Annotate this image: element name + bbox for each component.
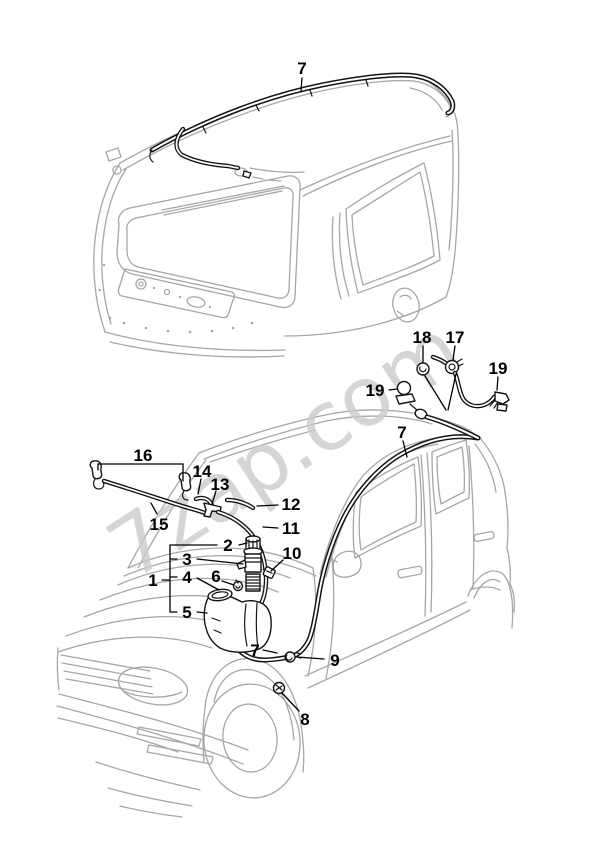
rear-washer-nozzle [242, 170, 252, 179]
leader-lines [97, 77, 499, 712]
hose-17 [430, 354, 497, 409]
nozzle-19-left [395, 380, 418, 411]
rear-side-window [345, 162, 441, 294]
callout-hose-front: 15 [150, 515, 169, 534]
callout-reservoir-assembly: 1 [148, 571, 157, 590]
washer-nozzle-right [178, 472, 192, 501]
washer-reservoir [203, 588, 272, 653]
callout-t-connector: 13 [211, 475, 230, 494]
callout-nozzle-pair-bracket: 16 [134, 446, 153, 465]
headlight [117, 666, 189, 706]
front-car-outline [56, 409, 516, 818]
callout-roof-hose-rear: 7 [297, 59, 306, 78]
grommet-18 [416, 362, 430, 376]
callout-filler-cap: 4 [182, 568, 192, 587]
rear-window [116, 175, 301, 309]
door-handle-front [397, 565, 423, 579]
callout-roof-hose-side: 7 [397, 423, 406, 442]
door-window [352, 456, 423, 559]
callout-grommet-mid: 9 [330, 651, 339, 670]
callout-grommet-rear: 18 [413, 328, 432, 347]
rear-car-outline [93, 73, 460, 358]
fuel-filler-door [392, 287, 420, 323]
side-roof-hose [229, 414, 481, 695]
door-handle-rear [473, 531, 495, 542]
callout-reservoir: 5 [182, 603, 191, 622]
rear-wiper-arm [161, 185, 285, 216]
washer-nozzle-left [89, 460, 105, 490]
callout-supply-hose: 7 [250, 641, 259, 660]
callout-nozzle-elbow: 14 [193, 462, 212, 481]
callout-hose-clip: 10 [283, 544, 302, 563]
nozzle-19-right [489, 391, 510, 412]
callout-nozzle-left: 19 [366, 381, 385, 400]
washer-front-parts [89, 460, 276, 653]
callout-hose-to-pump: 11 [282, 519, 300, 538]
front-wheel [202, 657, 305, 799]
callout-hose-with-clamp: 17 [446, 328, 465, 347]
t-connector-13 [203, 502, 222, 518]
grommet-6 [232, 579, 244, 592]
rear-quarter [467, 437, 516, 629]
callout-washer-pump: 3 [182, 550, 191, 569]
callout-pump-cap: 2 [223, 536, 232, 555]
callout-labels: 7 18 17 19 19 7 16 14 13 12 15 11 2 3 10… [134, 59, 508, 729]
rear-roof-hose [149, 72, 456, 163]
grommet-8 [272, 681, 286, 695]
callout-grommet-wheelarch: 8 [300, 710, 309, 729]
rear-wiper-hose [174, 126, 252, 179]
washer-pump-assembly [236, 535, 263, 592]
windshield [123, 429, 317, 577]
mid-parts [395, 354, 510, 420]
license-plate-recess [98, 263, 254, 334]
quarter-window [431, 439, 471, 515]
callout-nozzle-right: 19 [489, 359, 508, 378]
grille [56, 647, 154, 695]
callout-hose-short: 12 [282, 495, 301, 514]
front-bumper [56, 693, 249, 818]
callout-grommet-seal: 6 [211, 567, 220, 586]
